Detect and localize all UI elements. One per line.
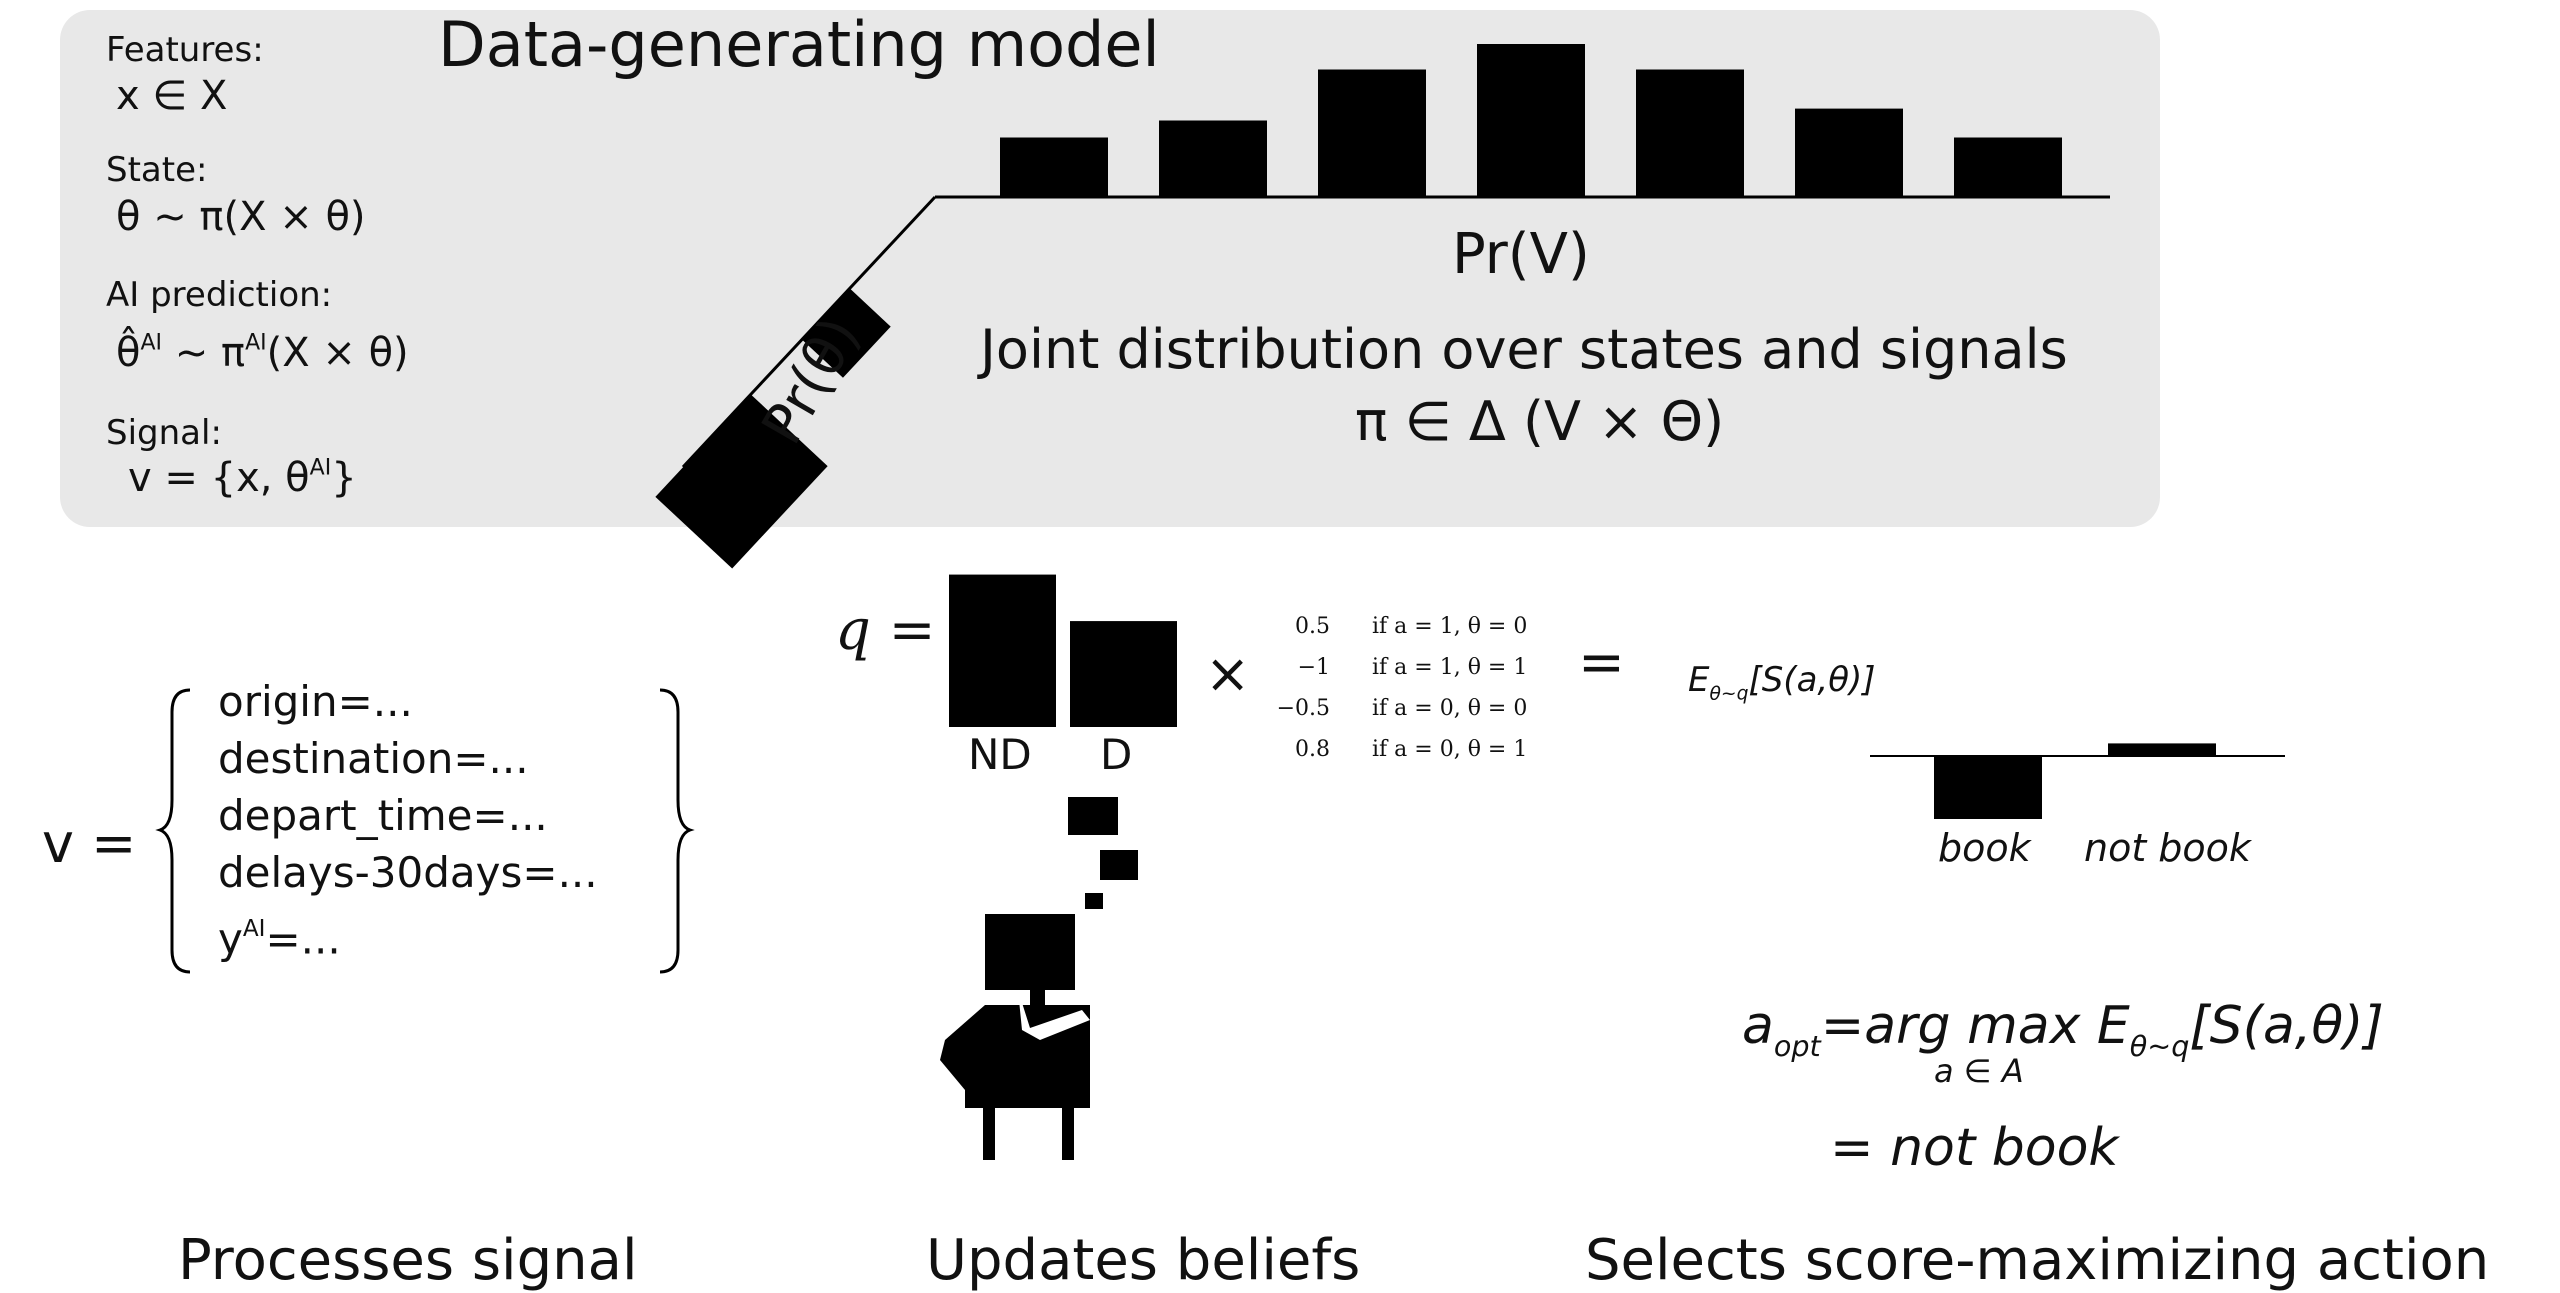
- ai-prediction-label: AI prediction:: [106, 275, 333, 315]
- state-value: θ ~ π(X × θ): [116, 194, 366, 240]
- panel-title: Data-generating model: [438, 8, 1160, 81]
- right-brace: [659, 688, 695, 974]
- pr-v-bars: [1000, 44, 2062, 197]
- pr-v-bar: [1477, 44, 1585, 197]
- pr-theta-bars: [655, 288, 891, 569]
- pr-v-bar: [1954, 137, 2062, 197]
- signal-field-ai: yAI=...: [218, 914, 341, 964]
- optimal-action-result: = not book: [1830, 1118, 2119, 1178]
- thought-bubble-small: [1085, 893, 1103, 909]
- expected-score-bar: [1934, 756, 2042, 819]
- thinking-person-figure: [940, 914, 1090, 1160]
- person-hand: [1030, 985, 1045, 1015]
- q-bar: [1070, 621, 1177, 727]
- pr-v-bar: [1000, 137, 1108, 197]
- expected-score-bar: [2108, 743, 2216, 756]
- thought-bubble-medium: [1100, 850, 1138, 880]
- caption-processes-signal: Processes signal: [178, 1228, 638, 1293]
- joint-distribution-caption: Joint distribution over states and signa…: [980, 318, 2068, 381]
- q-bar: [949, 574, 1056, 727]
- times-symbol: ×: [1205, 642, 1251, 705]
- optimal-action-formula: aopt=arg max Eθ~q[S(a,θ)]: [1742, 996, 2384, 1063]
- expected-score-label: Eθ~q[S(a,θ)]: [1688, 660, 1876, 705]
- pr-theta-bar: [655, 394, 828, 569]
- signal-label: Signal:: [106, 413, 222, 453]
- pr-v-bar: [1318, 69, 1426, 197]
- q-bar-label-d: D: [1100, 730, 1133, 779]
- caption-updates-beliefs: Updates beliefs: [926, 1228, 1361, 1293]
- argmax-subscript: a ∈ A: [1934, 1052, 2024, 1090]
- not-book-bar-label: not book: [2084, 826, 2251, 870]
- q-belief-bars: [949, 574, 1177, 727]
- signal-field: destination=...: [218, 734, 529, 783]
- expected-score-bars: [1934, 743, 2216, 819]
- pr-theta-baseline: [681, 195, 937, 469]
- left-brace: [155, 688, 191, 974]
- person-arm: [1018, 990, 1090, 1040]
- person-head: [985, 914, 1075, 990]
- person-leg-left: [983, 1108, 995, 1160]
- signal-field: delays-30days=...: [218, 848, 598, 897]
- q-label: q =: [835, 598, 936, 663]
- equals-symbol: =: [1578, 630, 1625, 695]
- data-generating-model-panel: [60, 10, 2160, 527]
- signal-field-list: origin=... destination=... depart_time=.…: [218, 673, 598, 967]
- q-bar-label-nd: ND: [968, 730, 1032, 779]
- caption-selects-action: Selects score-maximizing action: [1585, 1228, 2490, 1293]
- signal-value: v = {x, θAI}: [128, 455, 357, 501]
- signal-field: depart_time=...: [218, 791, 548, 840]
- signal-lhs: v =: [42, 812, 137, 875]
- features-label: Features:: [106, 30, 264, 70]
- signal-field: origin=...: [218, 677, 413, 726]
- pr-v-bar: [1636, 69, 1744, 197]
- pr-v-bar: [1795, 108, 1903, 197]
- thought-bubble-large: [1068, 797, 1118, 835]
- pr-v-bar: [1159, 120, 1267, 197]
- pr-theta-bar: [802, 288, 891, 378]
- book-bar-label: book: [1938, 826, 2031, 870]
- ai-prediction-value: θ̂AI ~ πAI(X × θ): [116, 330, 409, 376]
- features-value: x ∈ X: [116, 73, 228, 119]
- joint-distribution-formula: π ∈ Δ (V × Θ): [1355, 390, 1725, 453]
- state-label: State:: [106, 150, 208, 190]
- pr-v-label: Pr(V): [1452, 222, 1590, 287]
- person-leg-right: [1062, 1108, 1074, 1160]
